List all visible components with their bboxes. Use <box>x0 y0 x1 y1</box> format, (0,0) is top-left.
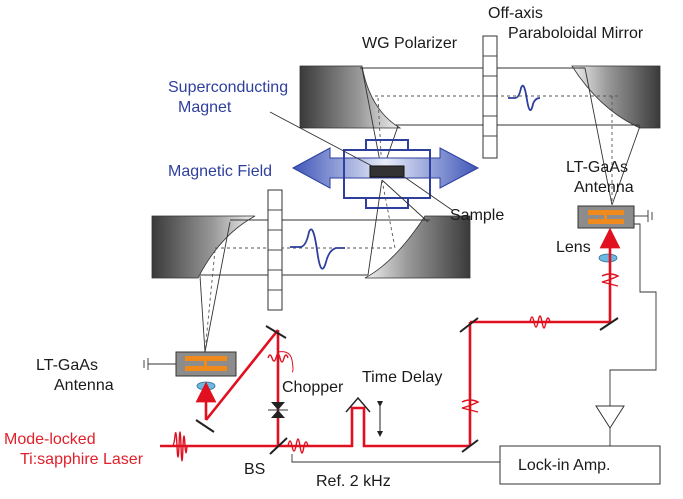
antenna-top-label: Antenna <box>574 179 634 196</box>
bottom-polarizer <box>267 189 283 311</box>
lock-in-amp-label: Lock-in Amp. <box>518 457 610 474</box>
sample-plate <box>369 165 405 178</box>
antenna-left-label: Antenna <box>54 377 114 394</box>
thz-waveform-top <box>508 84 541 111</box>
lens-label: Lens <box>556 239 591 256</box>
reference-wire <box>291 454 500 463</box>
focus-line <box>199 275 206 353</box>
laser-beam-diagonal <box>204 329 280 421</box>
signal-wire <box>609 223 657 406</box>
magnetic-field-label: Magnetic Field <box>168 163 272 180</box>
pulse-probe <box>277 351 294 373</box>
chopper <box>268 402 288 418</box>
pulse-input <box>171 431 188 462</box>
thz-waveform-bottom <box>290 228 345 270</box>
lock-in-amp-box <box>499 445 661 485</box>
off-axis-label: Off-axis <box>488 5 543 22</box>
mirror-small <box>265 325 287 339</box>
mirror-small <box>461 439 479 453</box>
focus-line <box>204 221 231 353</box>
chopper-label: Chopper <box>282 379 344 396</box>
focus-line <box>367 179 383 276</box>
mirror-small <box>459 317 479 333</box>
pulse-riser <box>461 399 480 413</box>
magnet-label: Magnet <box>178 99 232 116</box>
wg-polarizer <box>482 35 498 159</box>
focus-line <box>381 179 429 223</box>
top-right-paraboloidal-mirror <box>571 65 661 129</box>
left-antenna <box>143 351 237 377</box>
time-delay-label: Time Delay <box>362 369 442 386</box>
sample-label: Sample <box>450 207 504 224</box>
bottom-left-paraboloidal-mirror <box>151 215 256 279</box>
focus-line <box>361 67 383 173</box>
lt-gaas-top-label: LT-GaAs <box>566 159 628 176</box>
laser-beam-delay <box>345 406 470 448</box>
mirror-small <box>599 317 619 331</box>
superconducting-label: Superconducting <box>168 79 288 96</box>
sample-pointer-line <box>399 173 453 211</box>
top-left-paraboloidal-mirror <box>299 65 402 129</box>
beam-splitter <box>269 437 288 455</box>
lt-gaas-left-label: LT-GaAs <box>36 357 98 374</box>
focus-line <box>584 67 613 206</box>
paraboloidal-mirror-label: Paraboloidal Mirror <box>508 25 644 42</box>
lens-left <box>196 381 216 391</box>
ti-sapphire-label: Ti:sapphire Laser <box>20 451 144 468</box>
magnet-pointer-line <box>269 111 373 167</box>
bottom-right-paraboloidal-mirror <box>364 215 471 279</box>
pulse-probe-horizontal <box>267 353 289 363</box>
focus-line <box>204 249 216 353</box>
mirror-small <box>195 419 215 433</box>
preamp-triangle <box>595 405 625 429</box>
lens-top <box>598 253 618 263</box>
pulse-top-riser <box>601 273 620 287</box>
focus-line <box>611 125 641 206</box>
ref-label: Ref. 2 kHz <box>316 473 391 490</box>
top-antenna <box>577 205 653 229</box>
time-delay-stage <box>345 396 371 413</box>
superconducting-magnet <box>343 139 431 209</box>
mode-locked-label: Mode-locked <box>4 431 96 448</box>
bs-label: BS <box>244 461 265 478</box>
pulse-upper <box>529 315 551 329</box>
wg-polarizer-label: WG Polarizer <box>362 35 458 52</box>
pulse-pump <box>287 438 309 454</box>
